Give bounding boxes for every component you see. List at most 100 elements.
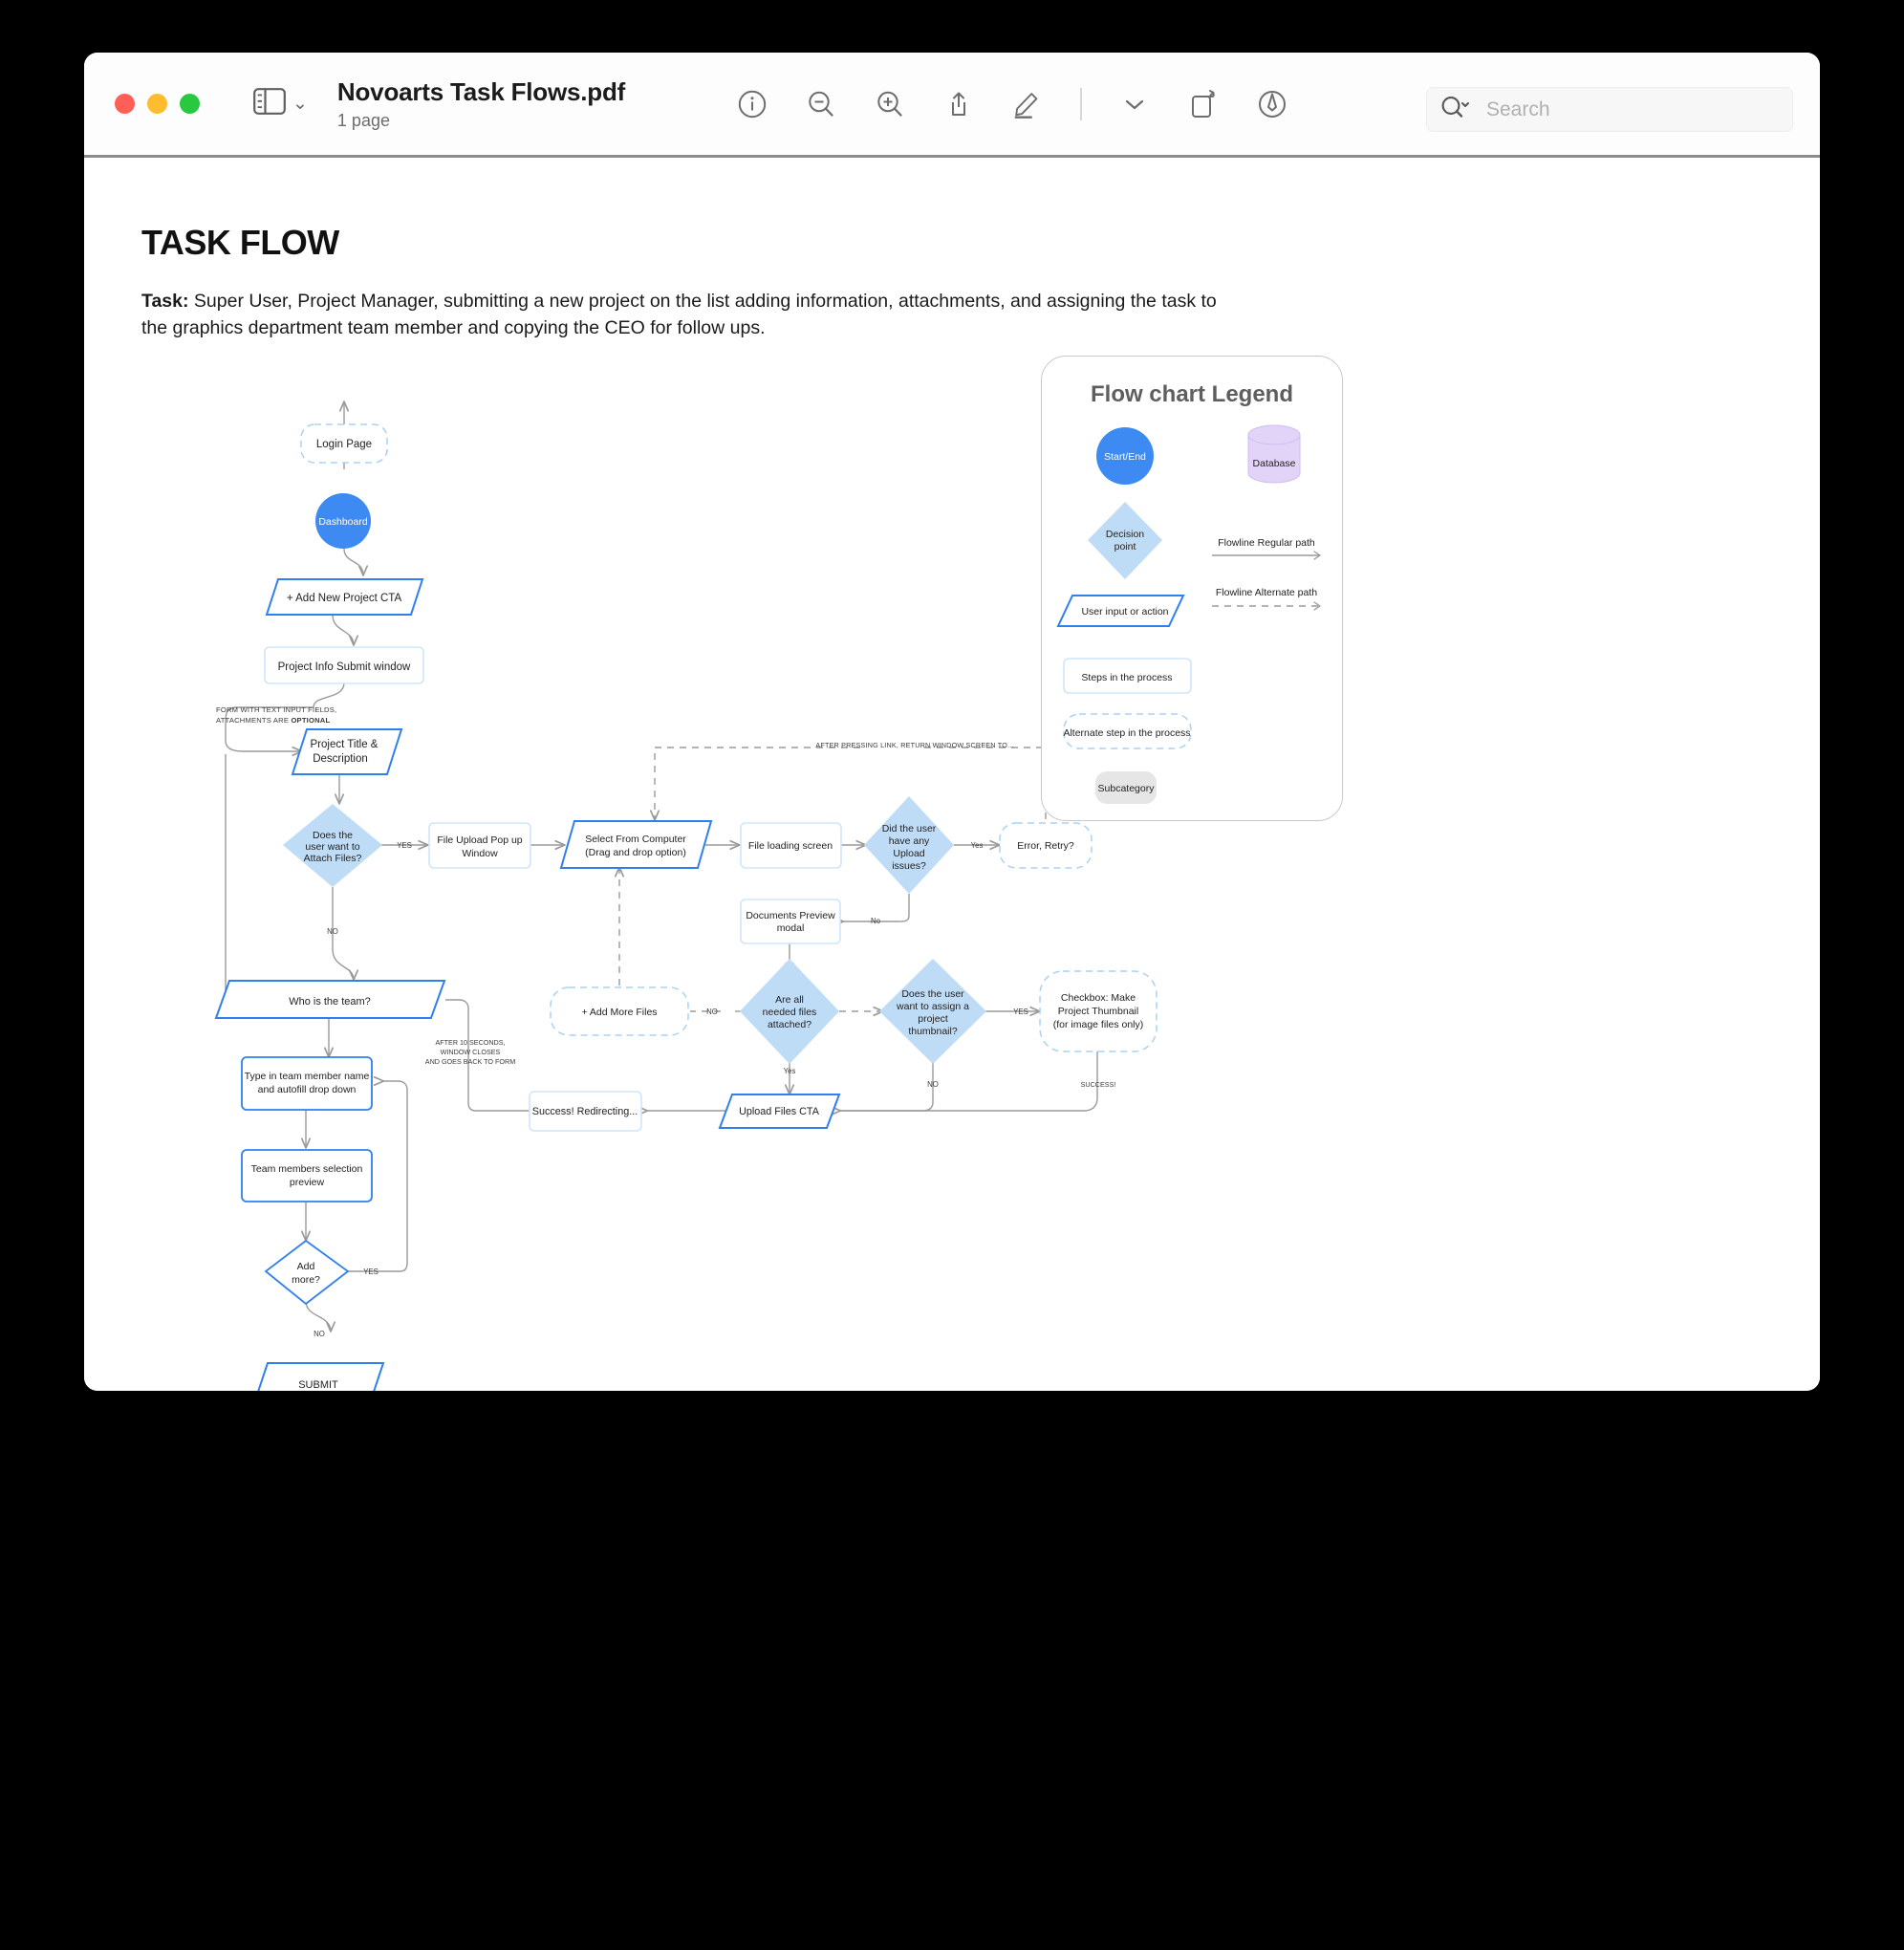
svg-text:more?: more?	[292, 1274, 320, 1286]
search-placeholder: Search	[1486, 98, 1550, 120]
svg-text:issues?: issues?	[892, 860, 926, 872]
traffic-lights	[115, 94, 200, 114]
toolbar-divider	[1080, 87, 1083, 120]
page-title: TASK FLOW	[141, 223, 339, 262]
svg-text:Project Thumbnail: Project Thumbnail	[1058, 1006, 1138, 1017]
svg-text:Who is the team?: Who is the team?	[289, 996, 371, 1008]
titlebar-divider	[84, 155, 1820, 158]
node-error-retry: Error, Retry?	[999, 822, 1093, 869]
node-select-from-computer: Select From Computer (Drag and drop opti…	[559, 820, 713, 869]
document-title: Novoarts Task Flows.pdf	[336, 76, 626, 106]
minimize-button[interactable]	[147, 94, 167, 114]
task-label: Task:	[141, 291, 189, 312]
svg-text:Select From Computer: Select From Computer	[585, 834, 686, 845]
svg-text:Start/End: Start/End	[1104, 451, 1146, 463]
edge-label-no-thumb: NO	[927, 1080, 939, 1089]
svg-text:Alternate step in the process: Alternate step in the process	[1063, 727, 1190, 739]
pdf-preview-window: ⌄ Novoarts Task Flows.pdf 1 page	[84, 53, 1820, 1391]
svg-text:User input or action: User input or action	[1081, 606, 1168, 618]
annotation-after-10-seconds: AFTER 10 SECONDS, WINDOW CLOSES AND GOES…	[425, 1038, 515, 1066]
svg-text:Success! Redirecting...: Success! Redirecting...	[532, 1106, 638, 1117]
svg-text:Does the user: Does the user	[901, 988, 964, 1000]
share-icon[interactable]	[942, 88, 975, 120]
svg-text:Upload: Upload	[893, 848, 924, 859]
svg-text:(for image files only): (for image files only)	[1053, 1019, 1144, 1030]
edge-label-no-allfiles: NO	[706, 1008, 718, 1016]
pdf-page: TASK FLOW Task: Super User, Project Mana…	[84, 158, 1820, 1391]
svg-text:Window: Window	[462, 848, 498, 859]
legend-user-input: User input or action	[1056, 595, 1185, 627]
sidebar-icon	[253, 88, 286, 119]
markup-pen-icon[interactable]	[1011, 88, 1044, 120]
annotation-after-link: AFTER PRESSING LINK, RETURN WINDOW SCREE…	[815, 741, 1013, 749]
svg-text:WINDOW CLOSES: WINDOW CLOSES	[441, 1048, 501, 1056]
edge-label-no-issues: No	[871, 917, 881, 925]
sidebar-toggle-button[interactable]: ⌄	[253, 88, 308, 119]
svg-text:Did the user: Did the user	[882, 823, 937, 834]
svg-text:AFTER 10 SECONDS,: AFTER 10 SECONDS,	[435, 1038, 505, 1047]
node-attach-files-decision: Does the user want to Attach Files?	[283, 804, 382, 887]
node-success-redirecting: Success! Redirecting...	[529, 1091, 642, 1132]
rotate-icon[interactable]	[1187, 88, 1220, 120]
node-login-page: Login Page	[300, 423, 388, 464]
flowchart-legend: Flow chart Legend Start/End Database Dec…	[1041, 356, 1343, 821]
edge-label-yes-allfiles: Yes	[784, 1067, 796, 1075]
svg-text:Description: Description	[313, 753, 368, 765]
maximize-button[interactable]	[180, 94, 200, 114]
svg-text:and autofill drop down: and autofill drop down	[258, 1084, 357, 1095]
node-label: Dashboard	[318, 516, 368, 528]
chevron-down-icon: ⌄	[292, 94, 308, 114]
node-checkbox-thumbnail: Checkbox: Make Project Thumbnail (for im…	[1039, 970, 1158, 1052]
legend-regular-path: Flowline Regular path	[1212, 537, 1321, 560]
search-icon	[1440, 95, 1473, 124]
edge-label-yes-addmore: YES	[363, 1268, 379, 1276]
svg-text:Checkbox: Make: Checkbox: Make	[1061, 992, 1136, 1004]
svg-text:modal: modal	[777, 922, 805, 934]
task-description: Task: Super User, Project Manager, submi…	[141, 288, 1241, 342]
node-upload-files-cta: Upload Files CTA	[718, 1094, 841, 1129]
task-text: Super User, Project Manager, submitting …	[141, 291, 1217, 339]
svg-text:have any: have any	[889, 835, 930, 847]
node-dashboard: Dashboard	[315, 493, 371, 549]
legend-alternate-path: Flowline Alternate path	[1212, 587, 1321, 611]
svg-text:Team members selection: Team members selection	[251, 1163, 363, 1175]
svg-text:Add: Add	[297, 1261, 315, 1272]
document-page-count: 1 page	[336, 110, 390, 130]
annotation-form-note: FORM WITH TEXT INPUT FIELDS, ATTACHMENTS…	[216, 705, 336, 725]
annotate-icon[interactable]	[1256, 88, 1288, 120]
node-project-info-window: Project Info Submit window	[264, 646, 424, 684]
svg-text:Type in team member name: Type in team member name	[245, 1071, 370, 1082]
legend-subcategory: Subcategory	[1095, 771, 1157, 804]
svg-text:ATTACHMENTS ARE OPTIONAL: ATTACHMENTS ARE OPTIONAL	[216, 716, 330, 725]
svg-text:SUBMIT: SUBMIT	[298, 1379, 338, 1391]
svg-text:Steps in the process: Steps in the process	[1081, 672, 1172, 683]
node-who-is-the-team: Who is the team?	[214, 980, 446, 1019]
info-icon[interactable]	[736, 88, 768, 120]
svg-text:point: point	[1114, 541, 1136, 552]
node-add-more-decision: Add more?	[264, 1239, 350, 1306]
edge-label-yes-attach: YES	[397, 841, 412, 850]
search-input[interactable]: Search	[1426, 87, 1793, 132]
chevron-down-icon[interactable]	[1118, 88, 1151, 120]
zoom-in-icon[interactable]	[874, 88, 906, 120]
svg-text:Documents Preview: Documents Preview	[746, 910, 835, 921]
svg-text:needed files: needed files	[763, 1007, 817, 1018]
svg-text:attached?: attached?	[768, 1019, 811, 1030]
close-button[interactable]	[115, 94, 135, 114]
window-titlebar: ⌄ Novoarts Task Flows.pdf 1 page	[84, 53, 1820, 155]
node-label: Project Info Submit window	[278, 661, 411, 673]
svg-text:(Drag and drop option): (Drag and drop option)	[585, 847, 686, 858]
svg-text:Project Title &: Project Title &	[311, 739, 379, 750]
toolbar	[736, 87, 1288, 120]
edge-label-success-thumb: SUCCESS!	[1081, 1080, 1116, 1089]
svg-text:preview: preview	[290, 1177, 325, 1188]
zoom-out-icon[interactable]	[805, 88, 837, 120]
node-submit: SUBMIT	[257, 1362, 385, 1391]
legend-decision-point: Decision point	[1088, 502, 1162, 579]
legend-steps-in-process: Steps in the process	[1063, 658, 1192, 694]
node-project-title-description: Project Title & Description	[291, 728, 403, 775]
legend-start-end: Start/End	[1096, 427, 1154, 485]
svg-text:Are all: Are all	[775, 994, 804, 1006]
legend-database: Database	[1247, 424, 1301, 484]
node-team-members-preview: Team members selection preview	[241, 1149, 373, 1202]
